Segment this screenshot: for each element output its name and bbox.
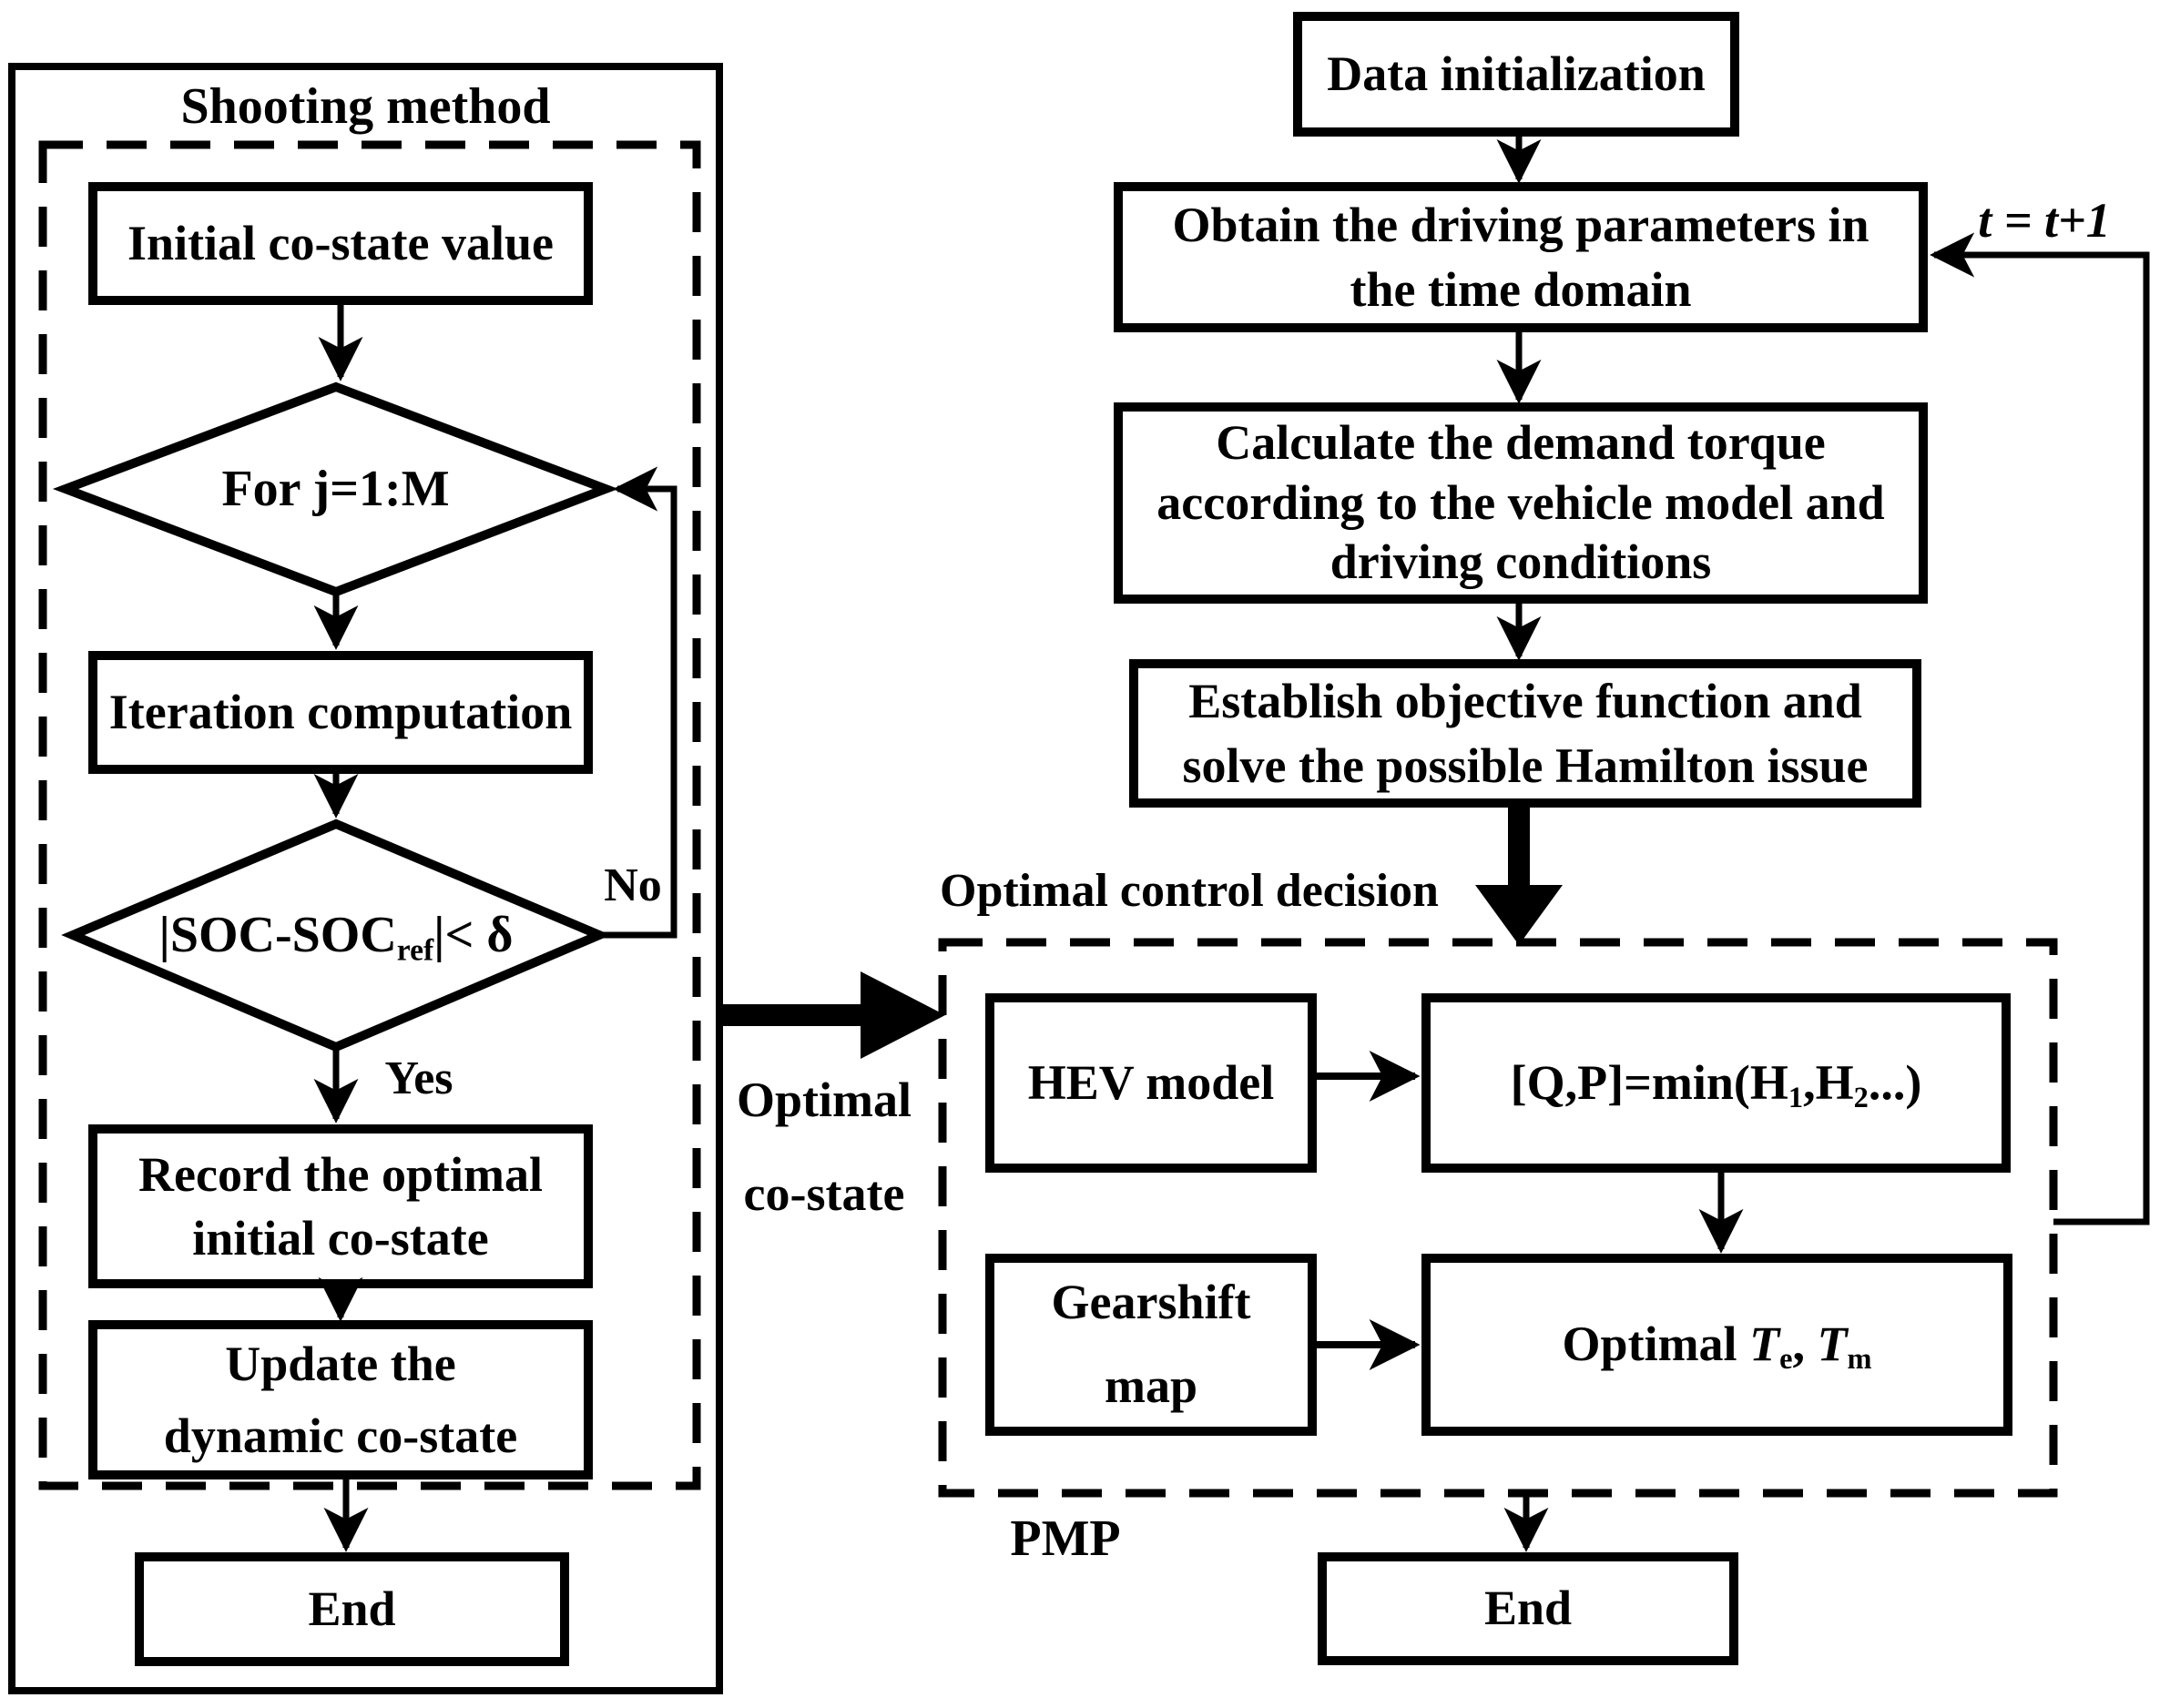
optimal-torque-comma: , <box>1792 1317 1818 1372</box>
qp-text-3: ...) <box>1868 1054 1922 1110</box>
shooting-method-outer-box <box>8 63 723 1694</box>
shooting-end-box-shape <box>135 1552 569 1666</box>
soc-text-right: |< δ <box>433 907 514 964</box>
iteration-box: Iteration computation <box>108 684 573 739</box>
calc-line-3: driving conditions <box>1330 534 1712 590</box>
t-increment-label: t = t+1 <box>1978 192 2111 248</box>
update-costate-box: Update the dynamic co-state <box>93 1325 588 1475</box>
qp-formula-box-shape <box>1421 993 2011 1173</box>
optimal-control-decision-label: Optimal control decision <box>940 865 1439 918</box>
yes-branch-label: Yes <box>384 1052 453 1105</box>
torque-subscript-e: e <box>1779 1343 1793 1377</box>
record-optimal-box: Record the optimal initial co-state <box>93 1129 588 1284</box>
establish-line-1: Establish objective function and <box>1188 674 1862 729</box>
torque-subscript-m: m <box>1847 1343 1872 1377</box>
costate-label-line-1: Optimal <box>736 1073 912 1128</box>
soc-subscript-ref: ref <box>396 933 434 968</box>
torque-symbol-engine: T <box>1749 1317 1780 1372</box>
initial-costate-box: Initial co-state value <box>127 215 554 270</box>
qp-text-1: [Q,P]=min(H <box>1510 1054 1788 1110</box>
hev-model-box: HEV model <box>1027 1054 1275 1110</box>
optimal-torque-box-shape <box>1421 1254 2012 1436</box>
hev-model-box-shape <box>985 993 1317 1173</box>
calc-line-2: according to the vehicle model and <box>1156 474 1885 530</box>
t-increment-feedback-line <box>1930 232 2150 1225</box>
optimal-torque-box: Optimal Te, Tm <box>1426 1258 2008 1431</box>
gearshift-map-box: Gearshift map <box>990 1258 1312 1431</box>
obtain-line-2: the time domain <box>1350 261 1692 317</box>
data-init-box: Data initialization <box>1327 46 1706 101</box>
calc-torque-box: Calculate the demand torque according to… <box>1118 407 1923 599</box>
decision-arrow-head <box>1475 885 1563 945</box>
obtain-params-box: Obtain the driving parameters in the tim… <box>1118 187 1923 328</box>
update-line-2: dynamic co-state <box>163 1408 518 1463</box>
qp-text-2: ,H <box>1803 1054 1854 1110</box>
shooting-loop-dashed-box <box>38 140 701 1490</box>
shooting-end-box: End <box>308 1581 396 1636</box>
qp-subscript-1: 1 <box>1788 1081 1804 1114</box>
pmp-end-box: End <box>1483 1581 1573 1636</box>
record-line-2: initial co-state <box>192 1211 489 1266</box>
gearshift-line-2: map <box>1104 1358 1197 1413</box>
for-loop-diamond: For j=1:M <box>221 461 450 518</box>
update-box-shape <box>88 1320 593 1479</box>
record-line-1: Record the optimal <box>138 1146 543 1202</box>
soc-text-left: |SOC-SOC <box>158 907 397 964</box>
torque-symbol-motor: T <box>1817 1317 1848 1372</box>
iteration-box-shape <box>88 651 593 774</box>
optimal-torque-text: Optimal <box>1562 1317 1750 1372</box>
pmp-label: PMP <box>1010 1510 1121 1567</box>
shooting-method-title: Shooting method <box>180 77 551 135</box>
pmp-end-box-shape <box>1318 1552 1738 1665</box>
qp-subscript-2: 2 <box>1853 1081 1869 1114</box>
soc-condition-diamond: |SOC-SOCref|< δ <box>73 824 599 1047</box>
no-branch-label: No <box>604 859 662 911</box>
costate-label-line-2: co-state <box>743 1166 905 1221</box>
establish-objective-box: Establish objective function and solve t… <box>1134 664 1917 803</box>
no-feedback-line <box>599 466 677 939</box>
establish-line-2: solve the possible Hamilton issue <box>1182 737 1869 793</box>
update-line-1: Update the <box>225 1337 456 1392</box>
qp-formula-box: [Q,P]=min(H1,H2...) <box>1426 998 2006 1168</box>
obtain-line-1: Obtain the driving parameters in <box>1172 198 1869 253</box>
calc-line-1: Calculate the demand torque <box>1216 414 1826 470</box>
gearshift-line-1: Gearshift <box>1051 1275 1251 1330</box>
optimal-costate-label: Optimal co-state <box>706 1056 942 1238</box>
costate-arrow-head <box>861 971 945 1059</box>
